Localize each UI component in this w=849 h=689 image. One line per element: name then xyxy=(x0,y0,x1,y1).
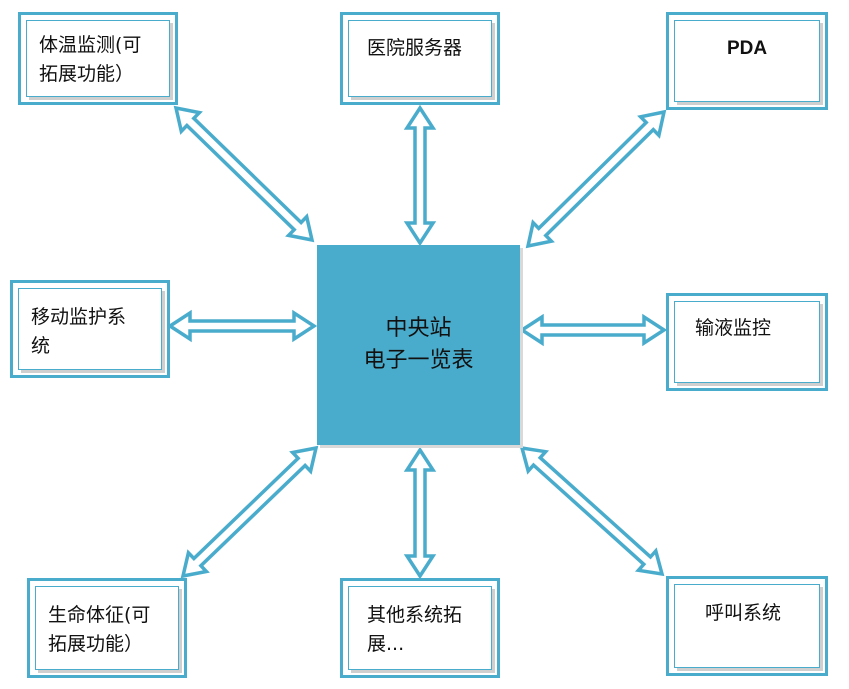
arrow-center-vital-signs xyxy=(180,445,319,579)
node-temperature-monitoring-line2: 拓展功能） xyxy=(39,63,135,86)
node-call-system-label: 呼叫系统 xyxy=(705,602,782,624)
node-vital-signs-box: 生命体征(可 拓展功能） xyxy=(35,586,179,670)
node-hospital-server-label: 医院服务器 xyxy=(367,37,463,59)
arrow-center-pda xyxy=(525,109,667,249)
node-call-system-box: 呼叫系统 xyxy=(674,584,820,668)
node-mobile-monitoring-line1: 移动监护系 xyxy=(31,306,127,328)
node-infusion-monitoring: 输液监控 xyxy=(666,293,828,391)
arrow-center-hospital-server xyxy=(403,104,437,247)
node-vital-signs-line2: 拓展功能） xyxy=(48,633,144,656)
node-hospital-server-box: 医院服务器 xyxy=(348,20,492,97)
arrow-center-temperature xyxy=(173,105,315,243)
node-vital-signs: 生命体征(可 拓展功能） xyxy=(27,578,187,678)
node-temperature-monitoring: 体温监测(可 拓展功能） xyxy=(18,12,178,105)
node-temperature-monitoring-box: 体温监测(可 拓展功能） xyxy=(26,20,170,97)
node-infusion-monitoring-box: 输液监控 xyxy=(674,301,820,383)
node-temperature-monitoring-line1: 体温监测(可 xyxy=(39,34,142,56)
arrow-center-infusion xyxy=(518,313,668,347)
node-call-system: 呼叫系统 xyxy=(666,576,828,676)
node-mobile-monitoring-line2: 统 xyxy=(31,335,51,358)
node-pda: PDA xyxy=(666,12,828,110)
node-mobile-monitoring: 移动监护系 统 xyxy=(10,280,170,378)
arrow-center-mobile-monitoring xyxy=(166,309,318,343)
arrow-center-call-system xyxy=(519,445,665,577)
node-pda-box: PDA xyxy=(674,20,820,102)
node-other-systems-box: 其他系统拓 展... xyxy=(348,586,492,670)
node-central-station: 中央站 电子一览表 xyxy=(317,245,520,445)
central-station-line2: 电子一览表 xyxy=(363,348,474,373)
node-hospital-server: 医院服务器 xyxy=(340,12,500,105)
node-other-systems: 其他系统拓 展... xyxy=(340,578,500,678)
node-other-systems-line2: 展... xyxy=(367,633,405,656)
node-pda-label: PDA xyxy=(726,38,768,59)
central-station-line1: 中央站 xyxy=(385,316,452,342)
arrow-center-other-systems xyxy=(403,446,437,580)
node-other-systems-line1: 其他系统拓 xyxy=(367,604,463,626)
node-vital-signs-line1: 生命体征(可 xyxy=(48,604,151,626)
node-infusion-monitoring-label: 输液监控 xyxy=(695,317,772,339)
node-mobile-monitoring-box: 移动监护系 统 xyxy=(18,288,162,370)
